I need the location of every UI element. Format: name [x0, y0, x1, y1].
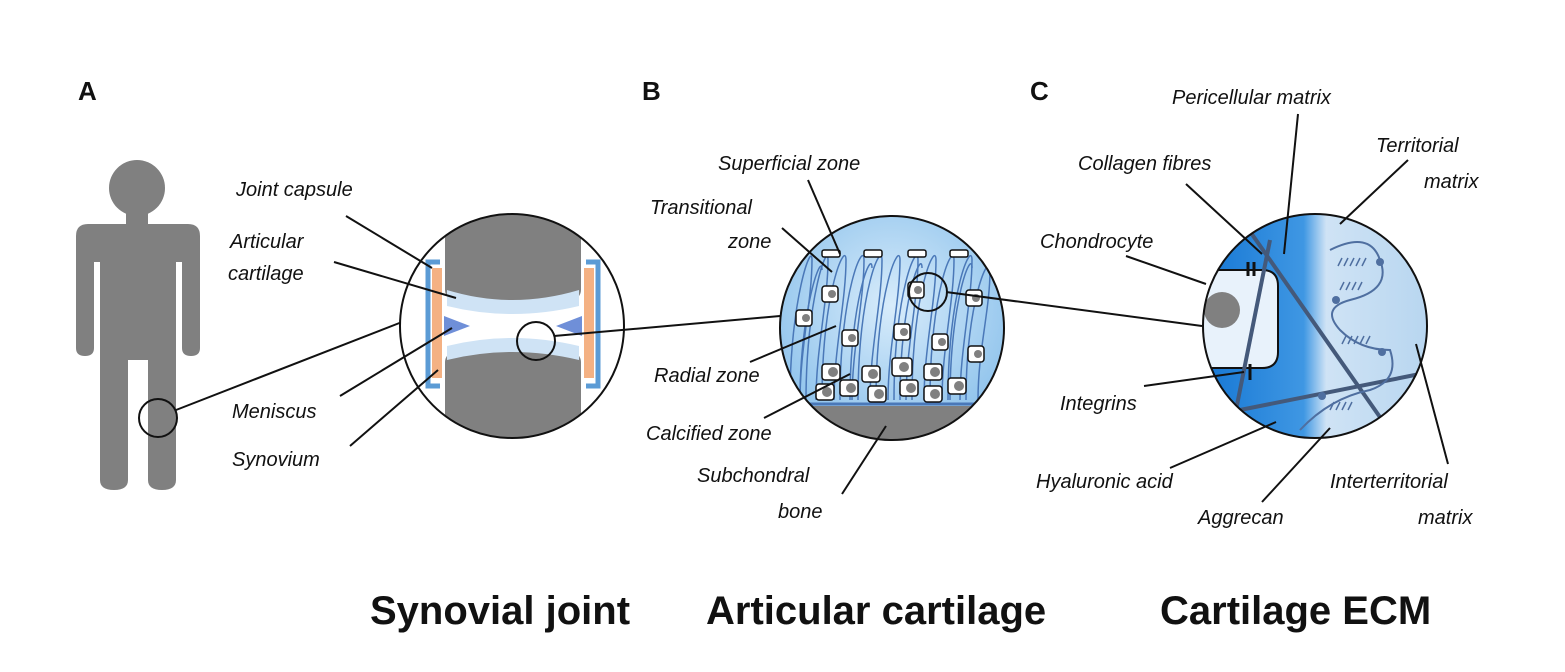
label-collagen-fibres: Collagen fibres: [1078, 153, 1211, 175]
label-territorial-matrix-line2: matrix: [1424, 171, 1479, 193]
label-synovium: Synovium: [232, 449, 320, 471]
synovial-joint-circle: [399, 213, 625, 439]
panel-letter-b: B: [642, 76, 661, 106]
label-subchondral-bone-line1: Subchondral: [697, 465, 810, 487]
panel-letter-c: C: [1030, 76, 1049, 106]
label-articular-cartilage-line2: cartilage: [228, 263, 304, 285]
ecm-zoom-line: [945, 291, 1203, 327]
panel-letter-a: A: [78, 76, 97, 106]
knee-zoom-line: [175, 321, 403, 411]
articular-cartilage-circle: [779, 215, 1005, 441]
label-interterritorial-matrix-line2: matrix: [1418, 507, 1473, 529]
cartilage-zoom-line: [553, 315, 781, 337]
panel-a-leaders: [333, 215, 457, 447]
human-silhouette: [76, 160, 200, 490]
label-superficial-zone: Superficial zone: [718, 153, 860, 175]
caption-cartilage-ecm: Cartilage ECM: [1160, 589, 1431, 633]
caption-synovial-joint: Synovial joint: [370, 589, 630, 633]
label-chondrocyte: Chondrocyte: [1040, 231, 1153, 253]
panel-b-leaders: [749, 179, 887, 495]
label-radial-zone: Radial zone: [654, 365, 760, 387]
cartilage-highlight-circle: [516, 321, 556, 361]
label-meniscus: Meniscus: [232, 401, 316, 423]
knee-highlight-circle: [138, 398, 178, 438]
label-aggrecan: Aggrecan: [1197, 507, 1284, 529]
label-territorial-matrix-line1: Territorial: [1376, 135, 1459, 157]
cartilage-ecm-circle: [1202, 213, 1428, 439]
label-interterritorial-matrix-line1: Interterritorial: [1330, 471, 1448, 493]
label-transitional-zone-line1: Transitional: [650, 197, 752, 219]
label-integrins: Integrins: [1060, 393, 1137, 415]
label-joint-capsule: Joint capsule: [235, 179, 353, 201]
panel-c-leaders: [1125, 113, 1449, 503]
label-articular-cartilage-line1: Articular: [229, 231, 305, 253]
caption-articular-cartilage: Articular cartilage: [706, 589, 1046, 633]
label-hyaluronic-acid: Hyaluronic acid: [1036, 471, 1174, 493]
label-calcified-zone: Calcified zone: [646, 423, 772, 445]
label-transitional-zone-line2: zone: [727, 231, 771, 253]
label-pericellular-matrix: Pericellular matrix: [1172, 87, 1332, 109]
label-subchondral-bone-line2: bone: [778, 501, 823, 523]
